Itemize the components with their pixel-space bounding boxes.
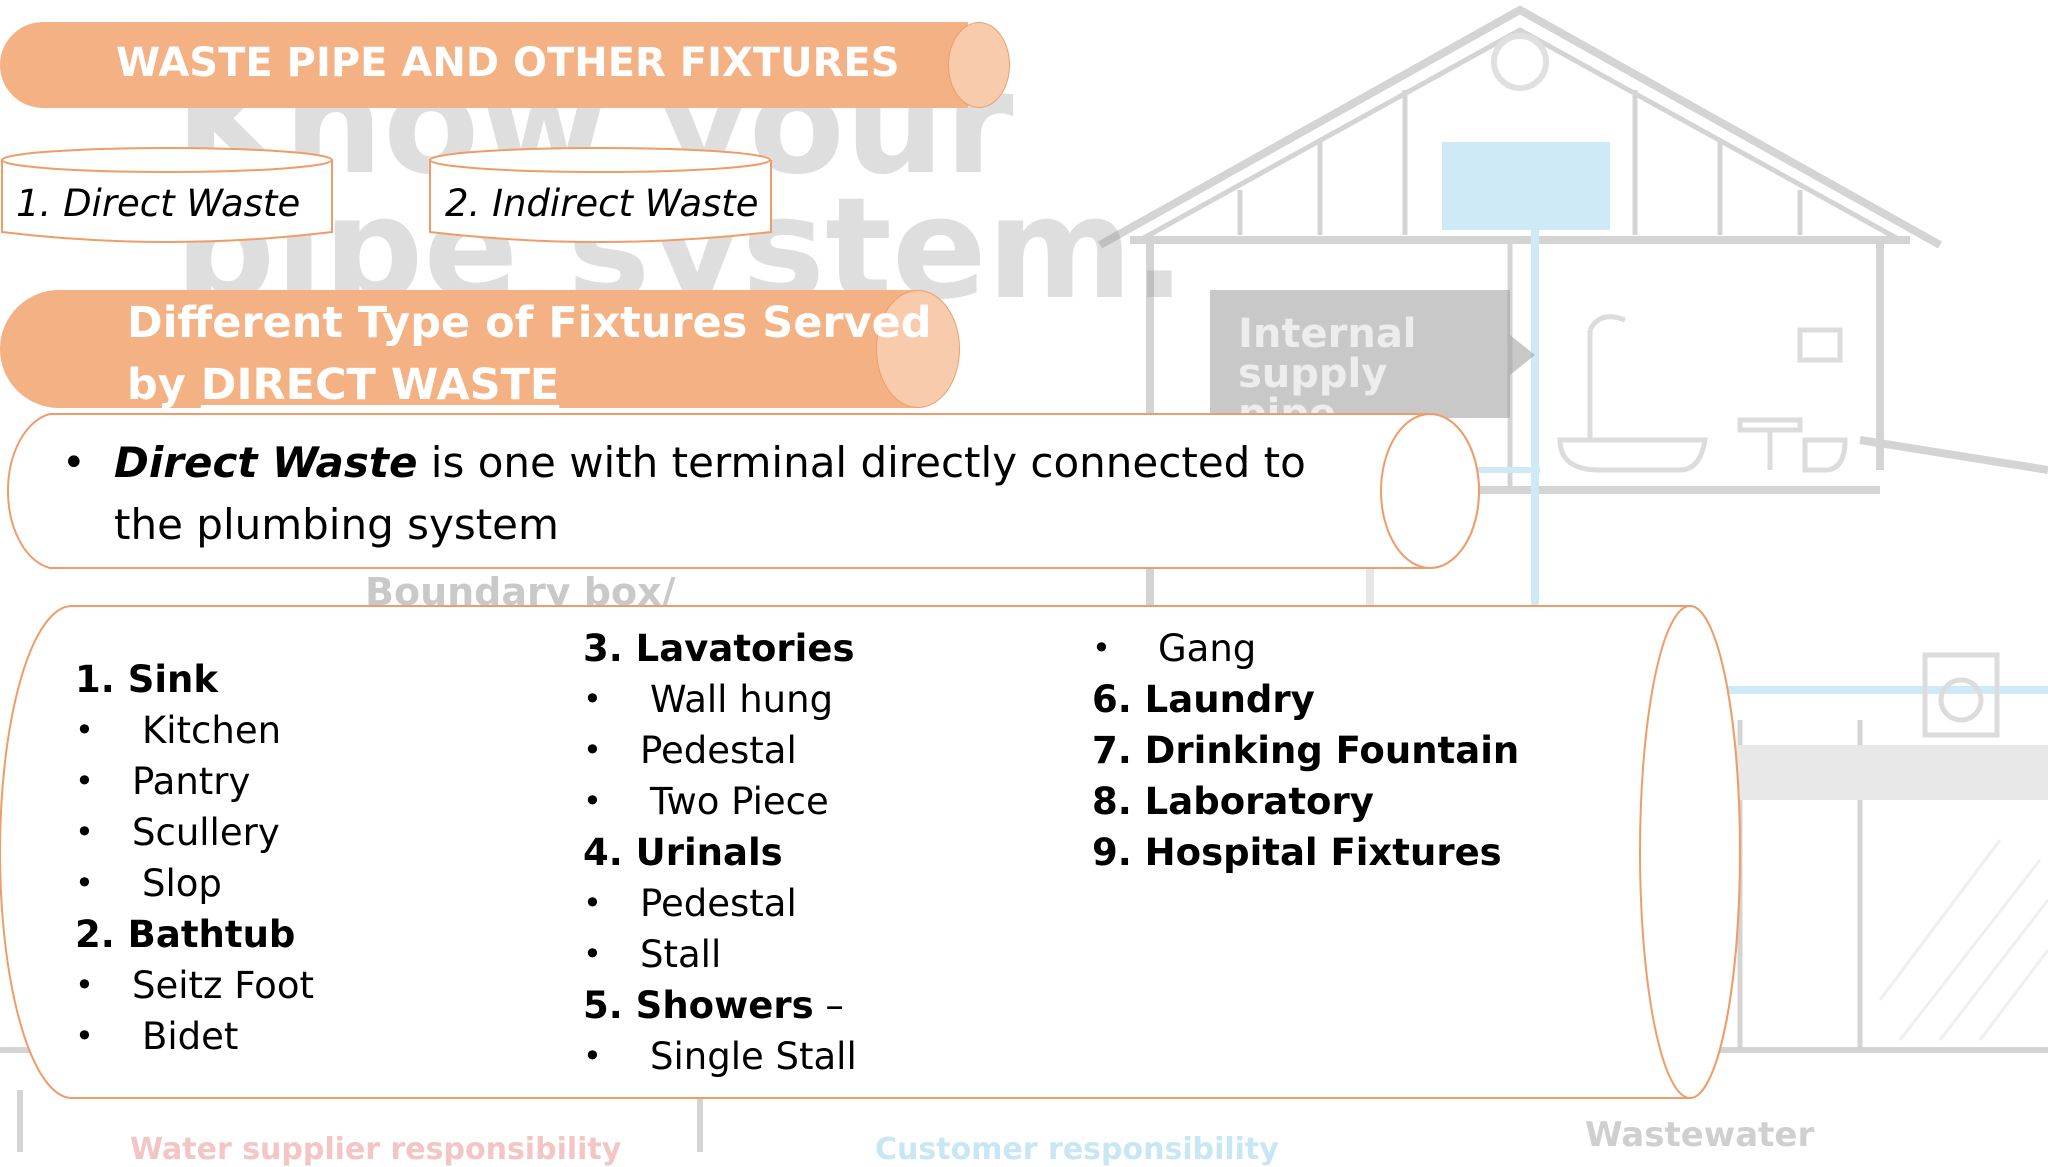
- bullet: •: [583, 884, 602, 922]
- list-item: Wall hung: [650, 678, 834, 721]
- bullet: •: [75, 711, 94, 749]
- list-item: 3. Lavatories: [583, 627, 855, 670]
- bullet: •: [75, 864, 94, 902]
- bg-water-label: Water supplier responsibility: [130, 1132, 622, 1167]
- bullet: •: [583, 935, 602, 973]
- bg-customer-label: Customer responsibility: [875, 1132, 1279, 1167]
- list-item: Single Stall: [650, 1035, 857, 1078]
- list-item: Pedestal: [640, 882, 797, 925]
- list-item: Two Piece: [650, 780, 829, 823]
- bullet: •: [583, 680, 602, 718]
- waste-type-drums: [1, 147, 772, 243]
- list-item: Slop: [142, 862, 222, 905]
- bullet: •: [75, 762, 94, 800]
- direct-waste-label: 1. Direct Waste: [16, 182, 301, 225]
- bullet: •: [75, 1017, 94, 1055]
- list-item: 4. Urinals: [583, 831, 783, 874]
- list-item: 7. Drinking Fountain: [1092, 729, 1520, 772]
- list-item: Kitchen: [142, 709, 282, 752]
- list-item: 1. Sink: [75, 658, 218, 701]
- section-title-line1: Different Type of Fixtures Served: [127, 298, 932, 348]
- section-title-prefix: by: [127, 360, 201, 410]
- bullet: •: [62, 440, 86, 486]
- section-title-emphasis: DIRECT WASTE: [200, 360, 560, 410]
- page-title: WASTE PIPE AND OTHER FIXTURES: [116, 40, 900, 86]
- list-item: Gang: [1158, 627, 1257, 670]
- list-item: Stall: [640, 933, 722, 976]
- list-item: 2. Bathtub: [75, 913, 296, 956]
- list-item: Scullery: [132, 811, 280, 854]
- bullet: •: [583, 782, 602, 820]
- definition-cylinder: [6, 413, 1480, 569]
- fixtures-cylinder: [0, 605, 1741, 1099]
- list-item: Pedestal: [640, 729, 797, 772]
- bullet: •: [75, 966, 94, 1004]
- list-item: Seitz Foot: [132, 964, 314, 1007]
- indirect-waste-label: 2. Indirect Waste: [445, 182, 759, 225]
- list-item: 8. Laboratory: [1092, 780, 1374, 823]
- list-item: 5. Showers –: [583, 984, 844, 1027]
- bg-wastewater-label: Wastewater: [1585, 1115, 1815, 1155]
- bullet: •: [583, 1037, 602, 1075]
- definition-body: is one with terminal directly connected …: [114, 438, 1306, 549]
- list-item: 9. Hospital Fixtures: [1092, 831, 1502, 874]
- list-item: Pantry: [132, 760, 251, 803]
- bullet: •: [583, 731, 602, 769]
- list-item: 6. Laundry: [1092, 678, 1315, 721]
- bullet: •: [75, 813, 94, 851]
- list-item: Bidet: [142, 1015, 239, 1058]
- definition-term: Direct Waste: [114, 438, 418, 487]
- bullet: •: [1092, 629, 1111, 667]
- section-title: Different Type of Fixtures Served by DIR…: [127, 292, 932, 416]
- definition-text: • Direct Waste is one with terminal dire…: [62, 432, 1384, 556]
